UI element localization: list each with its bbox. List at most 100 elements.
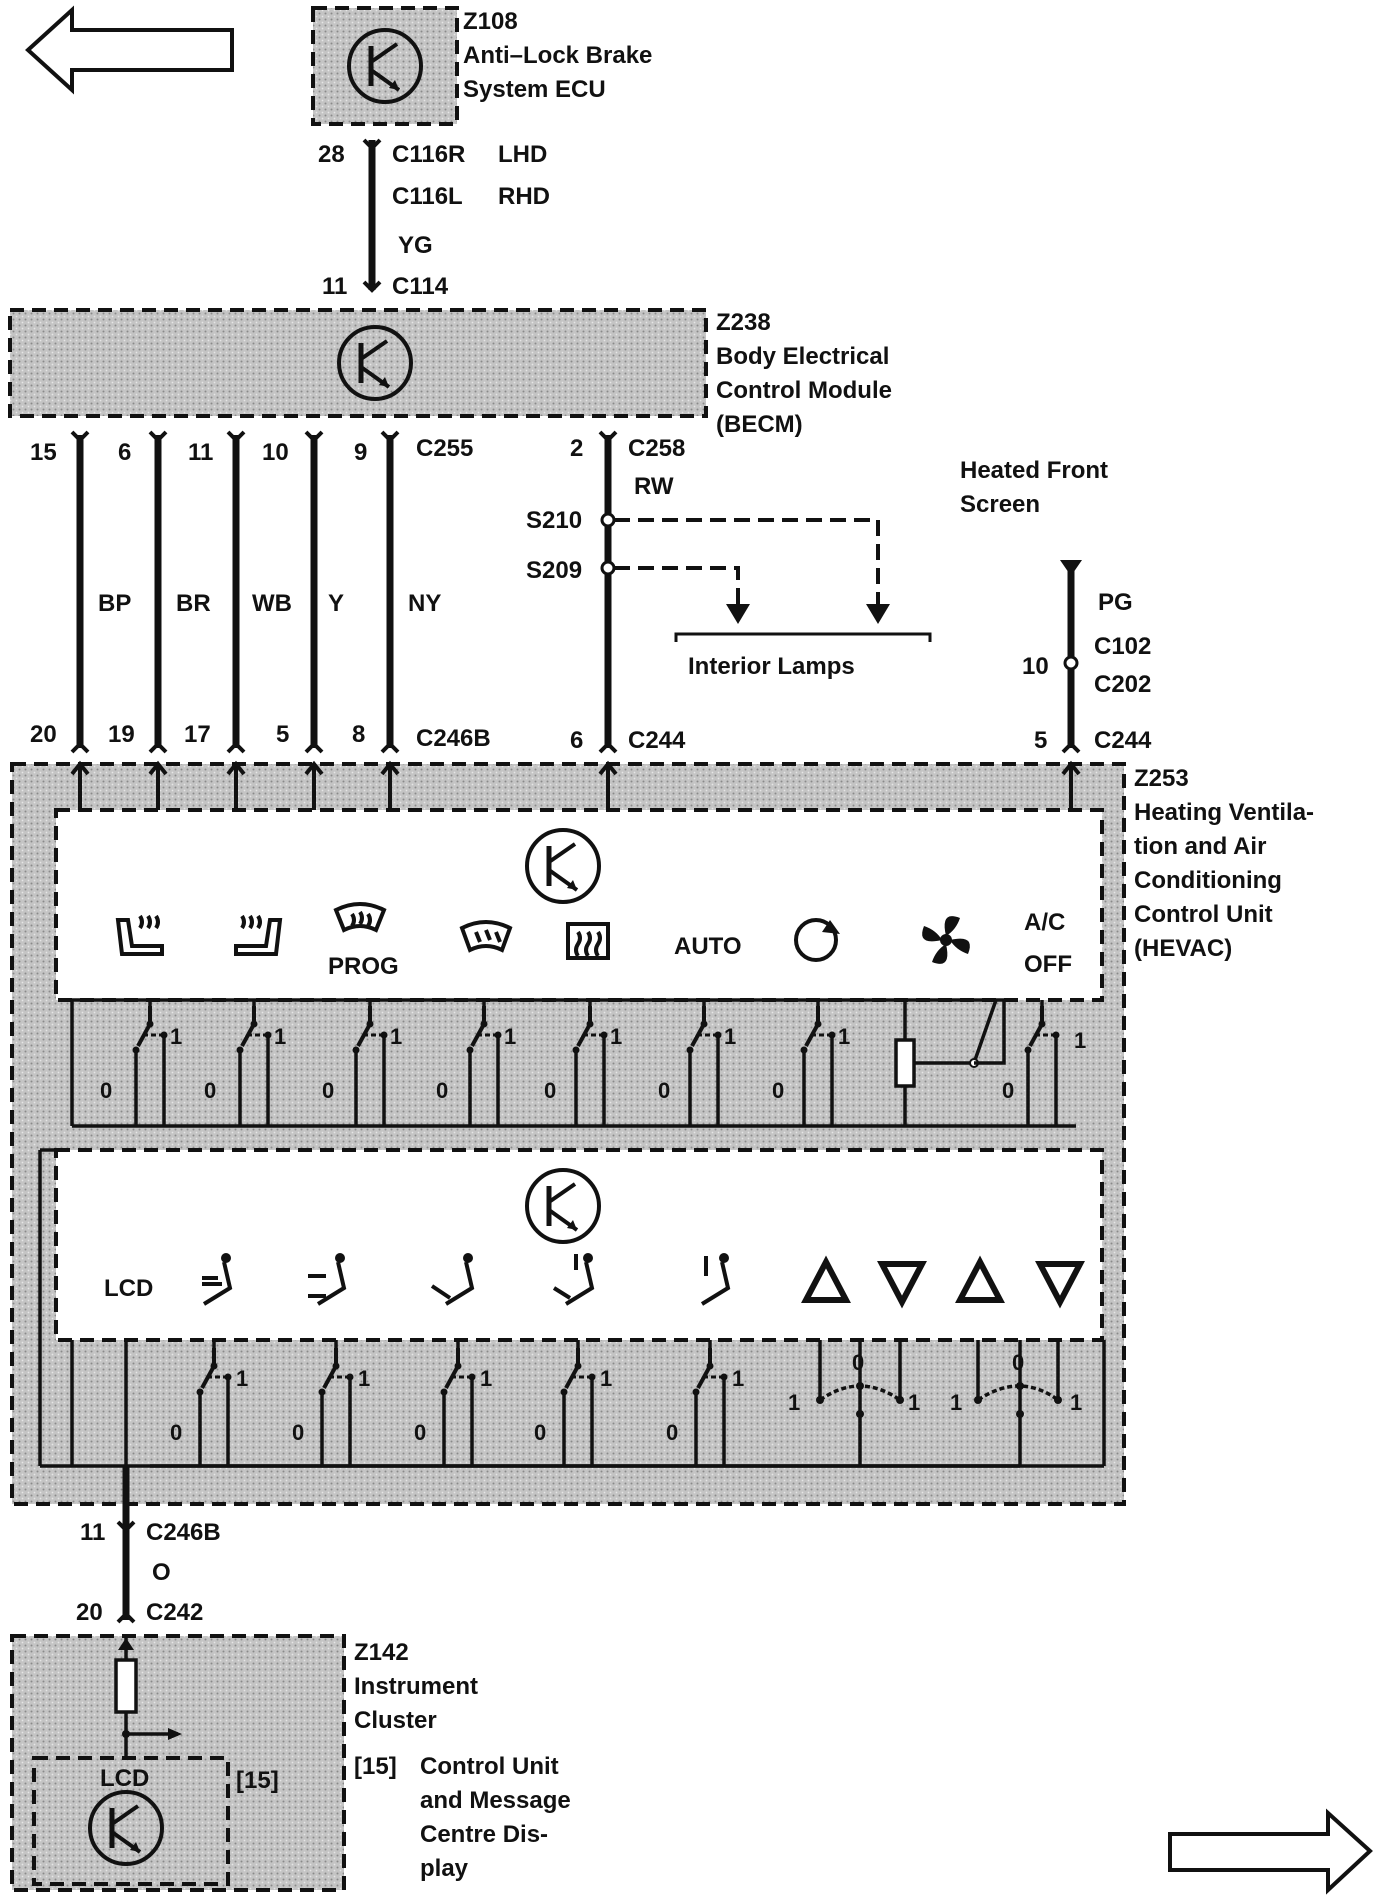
c255-pin-3: 11 <box>188 439 213 466</box>
splice-s209: S209 <box>526 557 582 584</box>
seat-heater-left-icon[interactable] <box>115 914 164 956</box>
becm-id: Z238 <box>716 309 771 336</box>
svg-text:0: 0 <box>658 1078 670 1103</box>
prog-label: PROG <box>328 953 399 980</box>
temp-up-left-icon[interactable] <box>801 1255 851 1303</box>
air-face-icon[interactable] <box>202 1253 233 1306</box>
temp-down-right-icon[interactable] <box>1035 1261 1085 1309</box>
hevac-input-arrows <box>70 760 1081 810</box>
hevac-control-panel[interactable] <box>54 808 1104 1002</box>
lower-switch-bank <box>38 1148 1106 1468</box>
hevac-line4: Control Unit <box>1134 901 1273 928</box>
heated-screen-line1: Heated Front <box>960 457 1108 484</box>
svg-text:1: 1 <box>170 1024 182 1049</box>
wire-yg-label: YG <box>398 232 433 259</box>
svg-text:1: 1 <box>724 1024 736 1049</box>
wire-br-label: BR <box>176 590 211 617</box>
air-feet-screen-icon[interactable] <box>552 1253 595 1306</box>
abs-id: Z108 <box>463 8 518 35</box>
abs-label-line1: Anti–Lock Brake <box>463 42 652 69</box>
air-face-feet-icon[interactable] <box>308 1253 347 1306</box>
svg-text:0: 0 <box>414 1420 426 1445</box>
c246b-pin-3: 17 <box>184 721 211 748</box>
air-feet-icon[interactable] <box>430 1253 475 1306</box>
conn-c102: C102 <box>1094 633 1151 660</box>
svg-text:1: 1 <box>358 1366 370 1391</box>
svg-text:0: 0 <box>1012 1350 1024 1375</box>
off-button-label[interactable]: OFF <box>1024 951 1072 978</box>
ac-button-label[interactable]: A/C <box>1024 909 1065 936</box>
c255-pin-4: 10 <box>262 439 289 466</box>
back-arrow-icon[interactable] <box>25 5 234 95</box>
interior-lamps-label: Interior Lamps <box>688 653 855 680</box>
wire-bp-label: BP <box>98 590 131 617</box>
note-ref: [15] <box>354 1753 397 1780</box>
screen-demist-icon[interactable] <box>459 920 513 953</box>
hevac-line5: (HEVAC) <box>1134 935 1232 962</box>
note-line4: play <box>420 1855 469 1882</box>
svg-text:1: 1 <box>908 1390 920 1415</box>
abs-label-line2: System ECU <box>463 76 606 103</box>
svg-text:1: 1 <box>838 1024 850 1049</box>
becm-box[interactable] <box>8 308 708 418</box>
c244-label-2: C244 <box>1094 727 1152 754</box>
c255-label: C255 <box>416 435 473 462</box>
fan-speed-icon[interactable] <box>922 916 970 964</box>
svg-text:1: 1 <box>788 1390 800 1415</box>
conn-c116r: C116R <box>392 141 465 168</box>
connector-top-mark <box>362 138 382 151</box>
auto-button-label[interactable]: AUTO <box>674 933 742 960</box>
wire-rw-label: RW <box>634 473 674 500</box>
conn-c116l: C116L <box>392 183 463 210</box>
air-screen-icon[interactable] <box>700 1253 731 1306</box>
svg-text:1: 1 <box>480 1366 492 1391</box>
connector-c114-mark <box>362 280 382 293</box>
wire-o-label: O <box>152 1559 171 1586</box>
heated-screen-wire <box>1060 560 1082 754</box>
c255-pin-1: 15 <box>30 439 57 466</box>
cluster-line1: Instrument <box>354 1673 478 1700</box>
svg-text:0: 0 <box>544 1078 556 1103</box>
becm-label-line1: Body Electrical <box>716 343 889 370</box>
temp-down-left-icon[interactable] <box>877 1261 927 1309</box>
conn-top-pin-a: 28 <box>318 141 345 168</box>
heated-screen-pin: 10 <box>1022 653 1049 680</box>
conn-c114: C114 <box>392 273 449 300</box>
recirculation-icon[interactable] <box>794 918 840 962</box>
cluster-line2: Cluster <box>354 1707 437 1734</box>
svg-text:0: 0 <box>292 1420 304 1445</box>
seat-heater-right-icon[interactable] <box>234 914 283 956</box>
svg-text:1: 1 <box>600 1366 612 1391</box>
c246b-pin-1: 20 <box>30 721 57 748</box>
conn-top-pin-b: 11 <box>322 273 347 300</box>
lower-conn-pin-b: 20 <box>76 1599 103 1626</box>
windscreen-heater-icon[interactable] <box>333 902 387 933</box>
wire-o <box>116 1466 136 1624</box>
c244-label-1: C244 <box>628 727 686 754</box>
temp-up-right-icon[interactable] <box>955 1255 1005 1303</box>
svg-text:0: 0 <box>666 1420 678 1445</box>
lower-switch-states: 1 0 1 0 1 0 1 0 1 0 1 0 1 1 0 1 <box>170 1350 1082 1445</box>
svg-text:1: 1 <box>1074 1028 1086 1053</box>
svg-text:1: 1 <box>390 1024 402 1049</box>
lower-conn-pin-a: 11 <box>80 1519 105 1546</box>
hevac-line3: Conditioning <box>1134 867 1282 894</box>
svg-text:1: 1 <box>610 1024 622 1049</box>
cluster-id: Z142 <box>354 1639 409 1666</box>
svg-text:0: 0 <box>204 1078 216 1103</box>
c246b-pin-4: 5 <box>276 721 289 748</box>
forward-arrow-icon[interactable] <box>1168 1808 1373 1895</box>
c244-pin-6: 6 <box>570 727 583 754</box>
instrument-cluster-box[interactable] <box>10 1634 346 1892</box>
wire-ny-label: NY <box>408 590 441 617</box>
svg-text:1: 1 <box>950 1390 962 1415</box>
rear-window-heater-icon[interactable] <box>566 922 610 960</box>
hevac-id: Z253 <box>1134 765 1189 792</box>
c255-pin-2: 6 <box>118 439 131 466</box>
abs-ecu-box[interactable] <box>311 6 459 126</box>
c258-pin: 2 <box>570 435 583 462</box>
lcd-control-panel[interactable] <box>54 1148 1104 1342</box>
svg-text:0: 0 <box>170 1420 182 1445</box>
lcd-label: LCD <box>104 1275 153 1302</box>
